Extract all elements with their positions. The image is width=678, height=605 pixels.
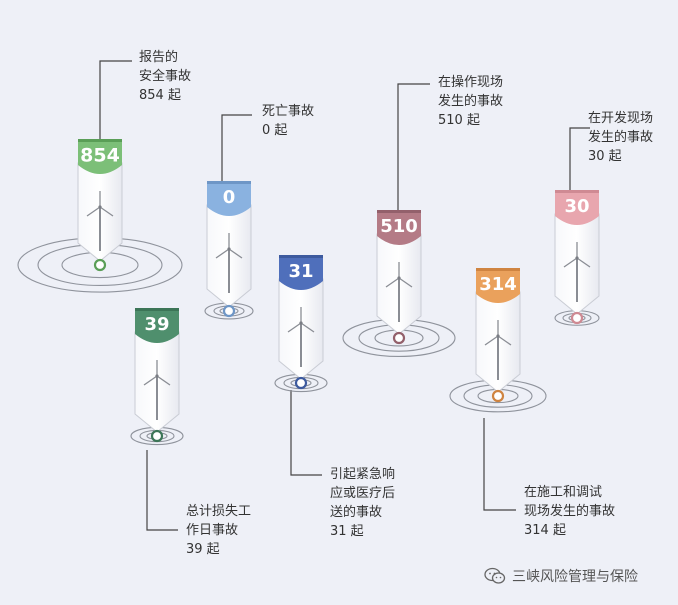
turbine-blade bbox=[385, 277, 400, 288]
value-label: 0 bbox=[223, 187, 236, 208]
value-label: 30 bbox=[564, 196, 589, 217]
turbine-blade bbox=[576, 257, 591, 268]
leader-line-510 bbox=[397, 83, 430, 215]
turbine-blade bbox=[497, 335, 512, 346]
marker-30: 30 bbox=[554, 190, 600, 326]
turbine-blade bbox=[484, 335, 499, 346]
label-854: 报告的 安全事故 854 起 bbox=[139, 50, 192, 103]
turbine-blade bbox=[99, 206, 114, 217]
turbine-hub bbox=[397, 276, 401, 280]
value-badge bbox=[78, 139, 122, 174]
leader-line-0 bbox=[221, 114, 252, 188]
label-31: 引起紧急响 应或医疗后 送的事故 31 起 bbox=[330, 467, 396, 539]
leader-line-31 bbox=[290, 390, 322, 476]
marker-39: 39 bbox=[130, 308, 184, 446]
badge-cap bbox=[476, 268, 520, 271]
turbine-blade bbox=[143, 375, 158, 386]
value-label: 510 bbox=[380, 216, 418, 237]
label-30: 在开发现场 发生的事故 30 起 bbox=[588, 111, 654, 164]
turbine-blade bbox=[300, 322, 315, 333]
turbine-blade bbox=[156, 375, 171, 386]
turbine-blade bbox=[86, 206, 101, 217]
label-39: 总计损失工 作日事故 39 起 bbox=[186, 504, 252, 557]
turbine-blade bbox=[215, 248, 230, 259]
marker-31: 31 bbox=[274, 255, 328, 393]
turbine-blade bbox=[287, 322, 302, 333]
value-label: 31 bbox=[288, 261, 313, 282]
leader-line-30 bbox=[569, 127, 590, 190]
turbine-hub bbox=[155, 374, 159, 378]
label-314: 在施工和调试 现场发生的事故 314 起 bbox=[524, 485, 616, 538]
turbine-blade bbox=[228, 248, 243, 259]
base-dot bbox=[491, 389, 505, 403]
badge-cap bbox=[78, 139, 122, 142]
leader-lines bbox=[99, 60, 590, 531]
base-dot bbox=[294, 376, 308, 390]
badge-cap bbox=[555, 190, 599, 193]
marker-854: 854 bbox=[17, 139, 183, 293]
leader-line-314 bbox=[483, 418, 516, 511]
value-badge bbox=[377, 210, 421, 245]
base-dot bbox=[150, 429, 164, 443]
turbine-hub bbox=[299, 321, 303, 325]
value-badge bbox=[279, 255, 323, 290]
watermark: 三峡风险管理与保险 bbox=[484, 566, 638, 586]
value-badge bbox=[476, 268, 520, 303]
value-label: 854 bbox=[80, 145, 120, 167]
value-label: 314 bbox=[479, 274, 517, 295]
marker-0: 0 bbox=[204, 181, 254, 320]
marker-510: 510 bbox=[342, 210, 456, 358]
value-badge bbox=[135, 308, 179, 343]
leader-line-854 bbox=[99, 60, 132, 147]
value-badge bbox=[555, 190, 599, 225]
badge-cap bbox=[207, 181, 251, 184]
turbine-hub bbox=[496, 334, 500, 338]
turbine-hub bbox=[227, 247, 231, 251]
label-0: 死亡事故 0 起 bbox=[262, 104, 315, 138]
base-dot bbox=[570, 311, 584, 325]
badge-cap bbox=[135, 308, 179, 311]
base-dot bbox=[93, 258, 107, 272]
badge-cap bbox=[377, 210, 421, 213]
turbine-blade bbox=[563, 257, 578, 268]
watermark-text: 三峡风险管理与保险 bbox=[512, 569, 638, 585]
label-510: 在操作现场 发生的事故 510 起 bbox=[438, 75, 504, 128]
value-badge bbox=[207, 181, 251, 216]
turbine-hub bbox=[575, 256, 579, 260]
turbine-blade bbox=[398, 277, 413, 288]
base-dot bbox=[222, 304, 236, 318]
marker-314: 314 bbox=[449, 268, 547, 413]
turbine-hub bbox=[98, 205, 102, 209]
wechat-icon bbox=[484, 567, 506, 584]
value-label: 39 bbox=[144, 314, 169, 335]
base-dot bbox=[392, 331, 406, 345]
badge-cap bbox=[279, 255, 323, 258]
leader-line-39 bbox=[146, 450, 178, 531]
